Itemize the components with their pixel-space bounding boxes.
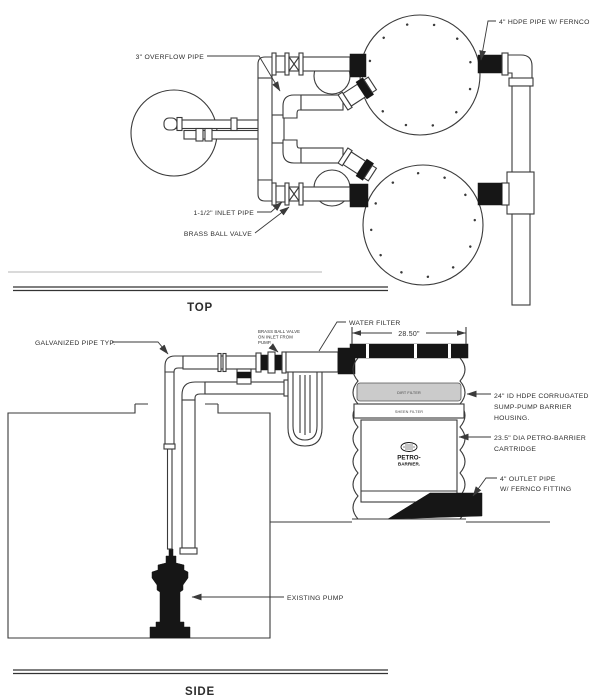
svg-text:HOUSING.: HOUSING.	[494, 415, 530, 422]
overflow-pipe-upper	[282, 76, 378, 119]
existing-pump-label: EXISTING PUMP	[287, 595, 344, 602]
width-dimension: 28.50"	[351, 327, 467, 344]
side-view-title: SIDE	[185, 686, 215, 698]
sheen-filter-text: SHEEN FILTER	[395, 410, 423, 414]
logo-text-2: BARRIER.	[398, 462, 420, 467]
right-hdpe-pipe-run	[477, 52, 535, 306]
top-view: 3" OVERFLOW PIPE 4" HDPE PIPE W/ FERNCO …	[8, 14, 590, 314]
hdpe-pipe-label: 4" HDPE PIPE W/ FERNCO	[499, 19, 590, 26]
inlet-pipe-label: 1-1/2" INLET PIPE	[193, 210, 254, 217]
side-view: DIRT FILTER SHEEN FILTER PETRO- BARRIER.…	[7, 320, 589, 698]
galvanized-pipe-leader	[112, 341, 169, 355]
top-view-labels: 3" OVERFLOW PIPE 4" HDPE PIPE W/ FERNCO …	[136, 19, 590, 238]
top-valve-run	[271, 52, 367, 78]
water-filter-label: WATER FILTER	[349, 320, 401, 327]
petro-barrier-logo: PETRO- BARRIER.	[397, 442, 421, 467]
inlet-valve-cluster	[260, 347, 356, 375]
valve-inlet-label: BRASS BALL VALVE ON INLET FROM PUMP.	[258, 329, 300, 353]
svg-text:4" OUTLET PIPE: 4" OUTLET PIPE	[500, 476, 556, 483]
pump-discharge-pipe	[166, 448, 173, 550]
galvanized-riser	[163, 355, 184, 450]
svg-text:23.5" DIA PETRO-BARRIER: 23.5" DIA PETRO-BARRIER	[494, 435, 586, 442]
side-view-labels: GALVANIZED PIPE TYP. BRASS BALL VALVE ON…	[35, 320, 589, 602]
svg-text:CARTRIDGE: CARTRIDGE	[494, 446, 536, 453]
overflow-drop-pipe	[179, 379, 290, 555]
dimension-text: 28.50"	[398, 331, 420, 338]
filter-head	[285, 351, 339, 373]
inlet-pipe-leader	[257, 201, 283, 213]
housing-lid	[349, 343, 469, 359]
overflow-pipe-leader	[207, 55, 281, 92]
logo-text-1: PETRO-	[397, 455, 420, 462]
top-section-divider	[13, 286, 388, 292]
svg-text:SUMP-PUMP BARRIER: SUMP-PUMP BARRIER	[494, 404, 572, 411]
petro-barrier-cartridge	[360, 419, 458, 503]
top-view-title: TOP	[187, 302, 213, 314]
brass-ball-valve-leader	[254, 206, 290, 234]
overflow-pipe-lower	[282, 139, 378, 182]
hdpe-pipe-leader	[479, 20, 496, 61]
water-filter-leader	[318, 321, 346, 352]
sump-tank	[7, 403, 271, 639]
overflow-pipe-label: 3" OVERFLOW PIPE	[136, 54, 205, 61]
fernco-coupling	[349, 53, 367, 78]
elbow-top-right	[507, 54, 533, 81]
bottom-valve-run	[271, 182, 369, 208]
svg-text:BRASS BALL VALVE: BRASS BALL VALVE	[258, 329, 300, 334]
water-filter	[287, 369, 323, 447]
lower-manhole-cover	[362, 164, 484, 286]
valve-inlet-leader	[268, 343, 279, 353]
upper-manhole-cover	[359, 14, 481, 136]
tee-fitting	[506, 171, 535, 215]
dirt-filter-band	[356, 382, 462, 402]
bottom-section-divider	[13, 669, 388, 675]
svg-text:PUMP.: PUMP.	[258, 340, 272, 345]
dirt-filter-text: DIRT FILTER	[397, 391, 421, 395]
cartridge-label: 23.5" DIA PETRO-BARRIER CARTRIDGE	[458, 433, 586, 453]
brass-ball-valve-label: BRASS BALL VALVE	[184, 231, 252, 238]
fernco-coupling	[349, 183, 369, 208]
svg-text:ON INLET FROM: ON INLET FROM	[258, 335, 293, 340]
sheen-filter-band	[353, 403, 465, 419]
housing-label: 24" ID HDPE CORRUGATED SUMP-PUMP BARRIER…	[466, 390, 589, 422]
fernco-coupling-lower	[477, 182, 503, 206]
barrier-housing: DIRT FILTER SHEEN FILTER PETRO- BARRIER.	[349, 343, 483, 520]
galvanized-pipe-label: GALVANIZED PIPE TYP.	[35, 340, 115, 347]
outlet-pipe-fernco	[387, 492, 483, 520]
svg-text:W/ FERNCO FITTING: W/ FERNCO FITTING	[500, 486, 571, 493]
svg-text:24" ID HDPE CORRUGATED: 24" ID HDPE CORRUGATED	[494, 393, 589, 400]
outlet-label: 4" OUTLET PIPE W/ FERNCO FITTING	[472, 476, 571, 497]
corrugated-wall-left	[352, 357, 359, 520]
existing-pump	[149, 548, 191, 639]
outlet-leader	[472, 477, 497, 497]
feed-pipe-run	[182, 352, 262, 385]
manifold-vertical-pipe	[257, 56, 279, 202]
manifold-cross-block	[271, 114, 285, 144]
